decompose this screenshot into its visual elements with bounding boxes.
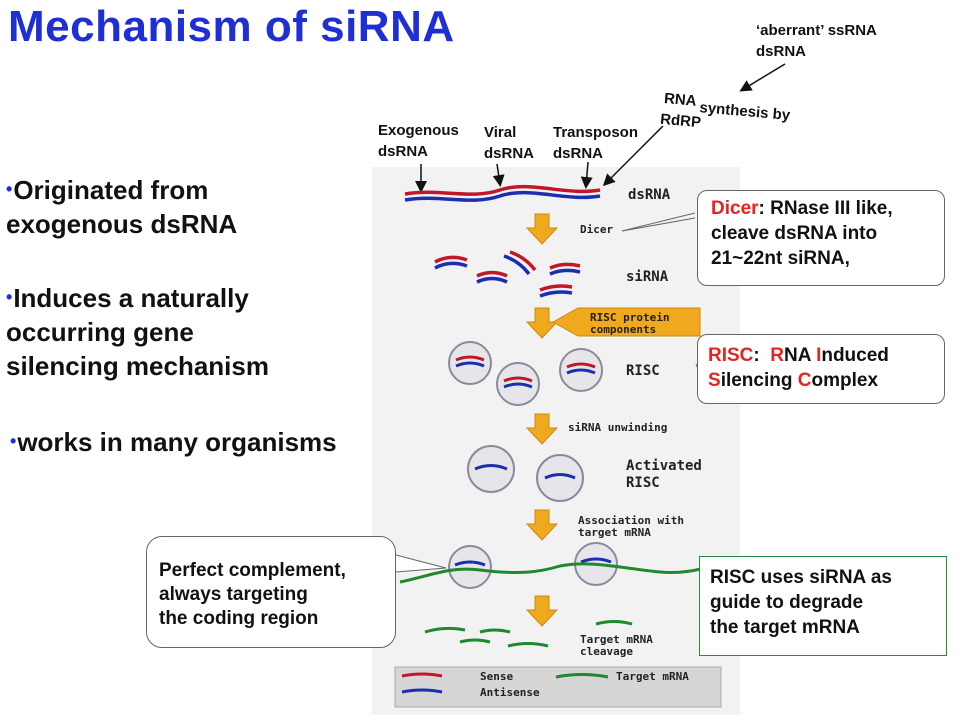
- step-label-unwinding: siRNA unwinding: [568, 421, 668, 434]
- callout-text: RISC uses siRNA as: [710, 567, 892, 588]
- step-text: Activated: [626, 458, 702, 474]
- bullet-text: Originated from: [13, 175, 209, 205]
- callout-term: C: [797, 370, 812, 391]
- step-label-risc: RISC: [626, 363, 660, 379]
- step-label-sirna: siRNA: [626, 269, 669, 285]
- label-aberrant: ‘aberrant’ ssRNA dsRNA: [756, 20, 877, 62]
- step-label-dicer: Dicer: [580, 223, 614, 236]
- step-arrow-icon: [525, 509, 559, 541]
- step-text: RISC: [626, 475, 660, 491]
- callout-text: 21~22nt siRNA,: [711, 248, 850, 269]
- step-text: cleavage: [580, 645, 633, 658]
- callout-text: cleave dsRNA into: [711, 223, 878, 244]
- step-label-cleavage: Target mRNA cleavage: [580, 634, 653, 658]
- legend-sense-label: Sense: [480, 670, 514, 683]
- callout-text: the coding region: [159, 608, 319, 629]
- legend-target-swatch: [555, 673, 609, 679]
- legend-box: [394, 666, 722, 708]
- pointer-transposon: [580, 161, 593, 189]
- step-arrow-icon: [525, 213, 559, 245]
- diagram-panel: [372, 167, 740, 715]
- step-label-association: Association with target mRNA: [578, 515, 684, 539]
- callout-text: always targeting: [159, 584, 308, 605]
- legend-antisense-swatch: [401, 688, 443, 694]
- step-text: RISC protein: [590, 311, 670, 324]
- step-label-risc-components: RISC protein components: [590, 312, 669, 336]
- step-text: components: [590, 323, 657, 336]
- label-text: dsRNA: [484, 145, 535, 162]
- risc-components-arrow-icon: [551, 307, 701, 337]
- label-exogenous: Exogenous dsRNA: [378, 120, 459, 162]
- callout-term: I: [816, 345, 822, 366]
- callout-term: Dicer: [711, 198, 759, 219]
- step-text: target mRNA: [578, 526, 651, 539]
- label-text: ‘aberrant’ ssRNA: [756, 22, 877, 39]
- callout-dicer: Dicer: RNase III like, cleave dsRNA into…: [697, 190, 945, 286]
- bullet-dot-icon: •: [6, 179, 13, 199]
- callout-text: : RNase III like,: [758, 198, 893, 219]
- step-text: Association with: [578, 514, 684, 527]
- label-text: Viral: [484, 124, 517, 141]
- connector-perfect: [395, 554, 447, 573]
- pointer-aberrant: [739, 63, 786, 92]
- callout-term: RISC: [708, 345, 754, 366]
- pointer-rdrp: [602, 125, 664, 187]
- bullet-induces: •Induces a naturally occurring gene sile…: [6, 280, 269, 383]
- callout-guide: RISC uses siRNA as guide to degrade the …: [699, 556, 947, 656]
- callout-text: omplex: [811, 370, 879, 391]
- label-text: dsRNA: [756, 43, 807, 60]
- pointer-viral: [492, 163, 505, 187]
- callout-text: the target mRNA: [710, 617, 860, 638]
- step-arrow-icon: [525, 307, 559, 339]
- step-arrow-icon: [525, 595, 559, 627]
- label-text: Exogenous: [378, 122, 459, 139]
- callout-text: NA: [784, 345, 817, 366]
- label-text: dsRNA: [378, 143, 429, 160]
- page-title: Mechanism of siRNA: [8, 2, 455, 51]
- callout-text: :: [753, 345, 771, 366]
- legend-sense-swatch: [401, 672, 443, 678]
- bullet-works: •works in many organisms: [10, 424, 337, 459]
- legend-target-label: Target mRNA: [616, 670, 689, 683]
- label-text: Transposon: [553, 124, 639, 141]
- label-viral: Viral dsRNA: [484, 122, 534, 164]
- bullet-originated: •Originated from exogenous dsRNA: [6, 172, 237, 241]
- step-text: Target mRNA: [580, 633, 653, 646]
- step-label-dsrna: dsRNA: [628, 187, 671, 203]
- callout-risc: RISC: RNA Induced Silencing Complex: [697, 334, 945, 404]
- legend-antisense-label: Antisense: [480, 686, 540, 699]
- bullet-text: silencing mechanism: [6, 351, 269, 381]
- callout-term: R: [770, 345, 785, 366]
- callout-text: nduced: [821, 345, 889, 366]
- label-text: dsRNA: [553, 145, 604, 162]
- cleaved-mrna: [424, 620, 633, 648]
- target-association: [399, 542, 711, 589]
- dsrna-strand: [404, 184, 601, 202]
- callout-perfect: Perfect complement, always targeting the…: [146, 536, 396, 648]
- bullet-dot-icon: •: [6, 287, 13, 307]
- bullet-dot-icon: •: [10, 431, 17, 451]
- callout-text: Perfect complement,: [159, 560, 346, 581]
- step-label-activated: Activated RISC: [626, 458, 702, 492]
- connector-dicer: [621, 212, 696, 232]
- step-arrow-icon: [525, 413, 559, 445]
- activated-risc: [467, 445, 584, 502]
- callout-term: S: [708, 370, 721, 391]
- connector-dicer: [621, 217, 696, 232]
- bullet-text: exogenous dsRNA: [6, 209, 238, 239]
- callout-text: ilencing: [720, 370, 798, 391]
- risc-complexes: [448, 341, 603, 406]
- bullet-text: occurring gene: [6, 317, 194, 347]
- label-transposon: Transposon dsRNA: [553, 122, 638, 164]
- bullet-text: Induces a naturally: [13, 283, 249, 313]
- bullet-text: works in many organisms: [17, 427, 337, 457]
- callout-text: guide to degrade: [710, 592, 864, 613]
- sirna-fragments: [434, 250, 581, 298]
